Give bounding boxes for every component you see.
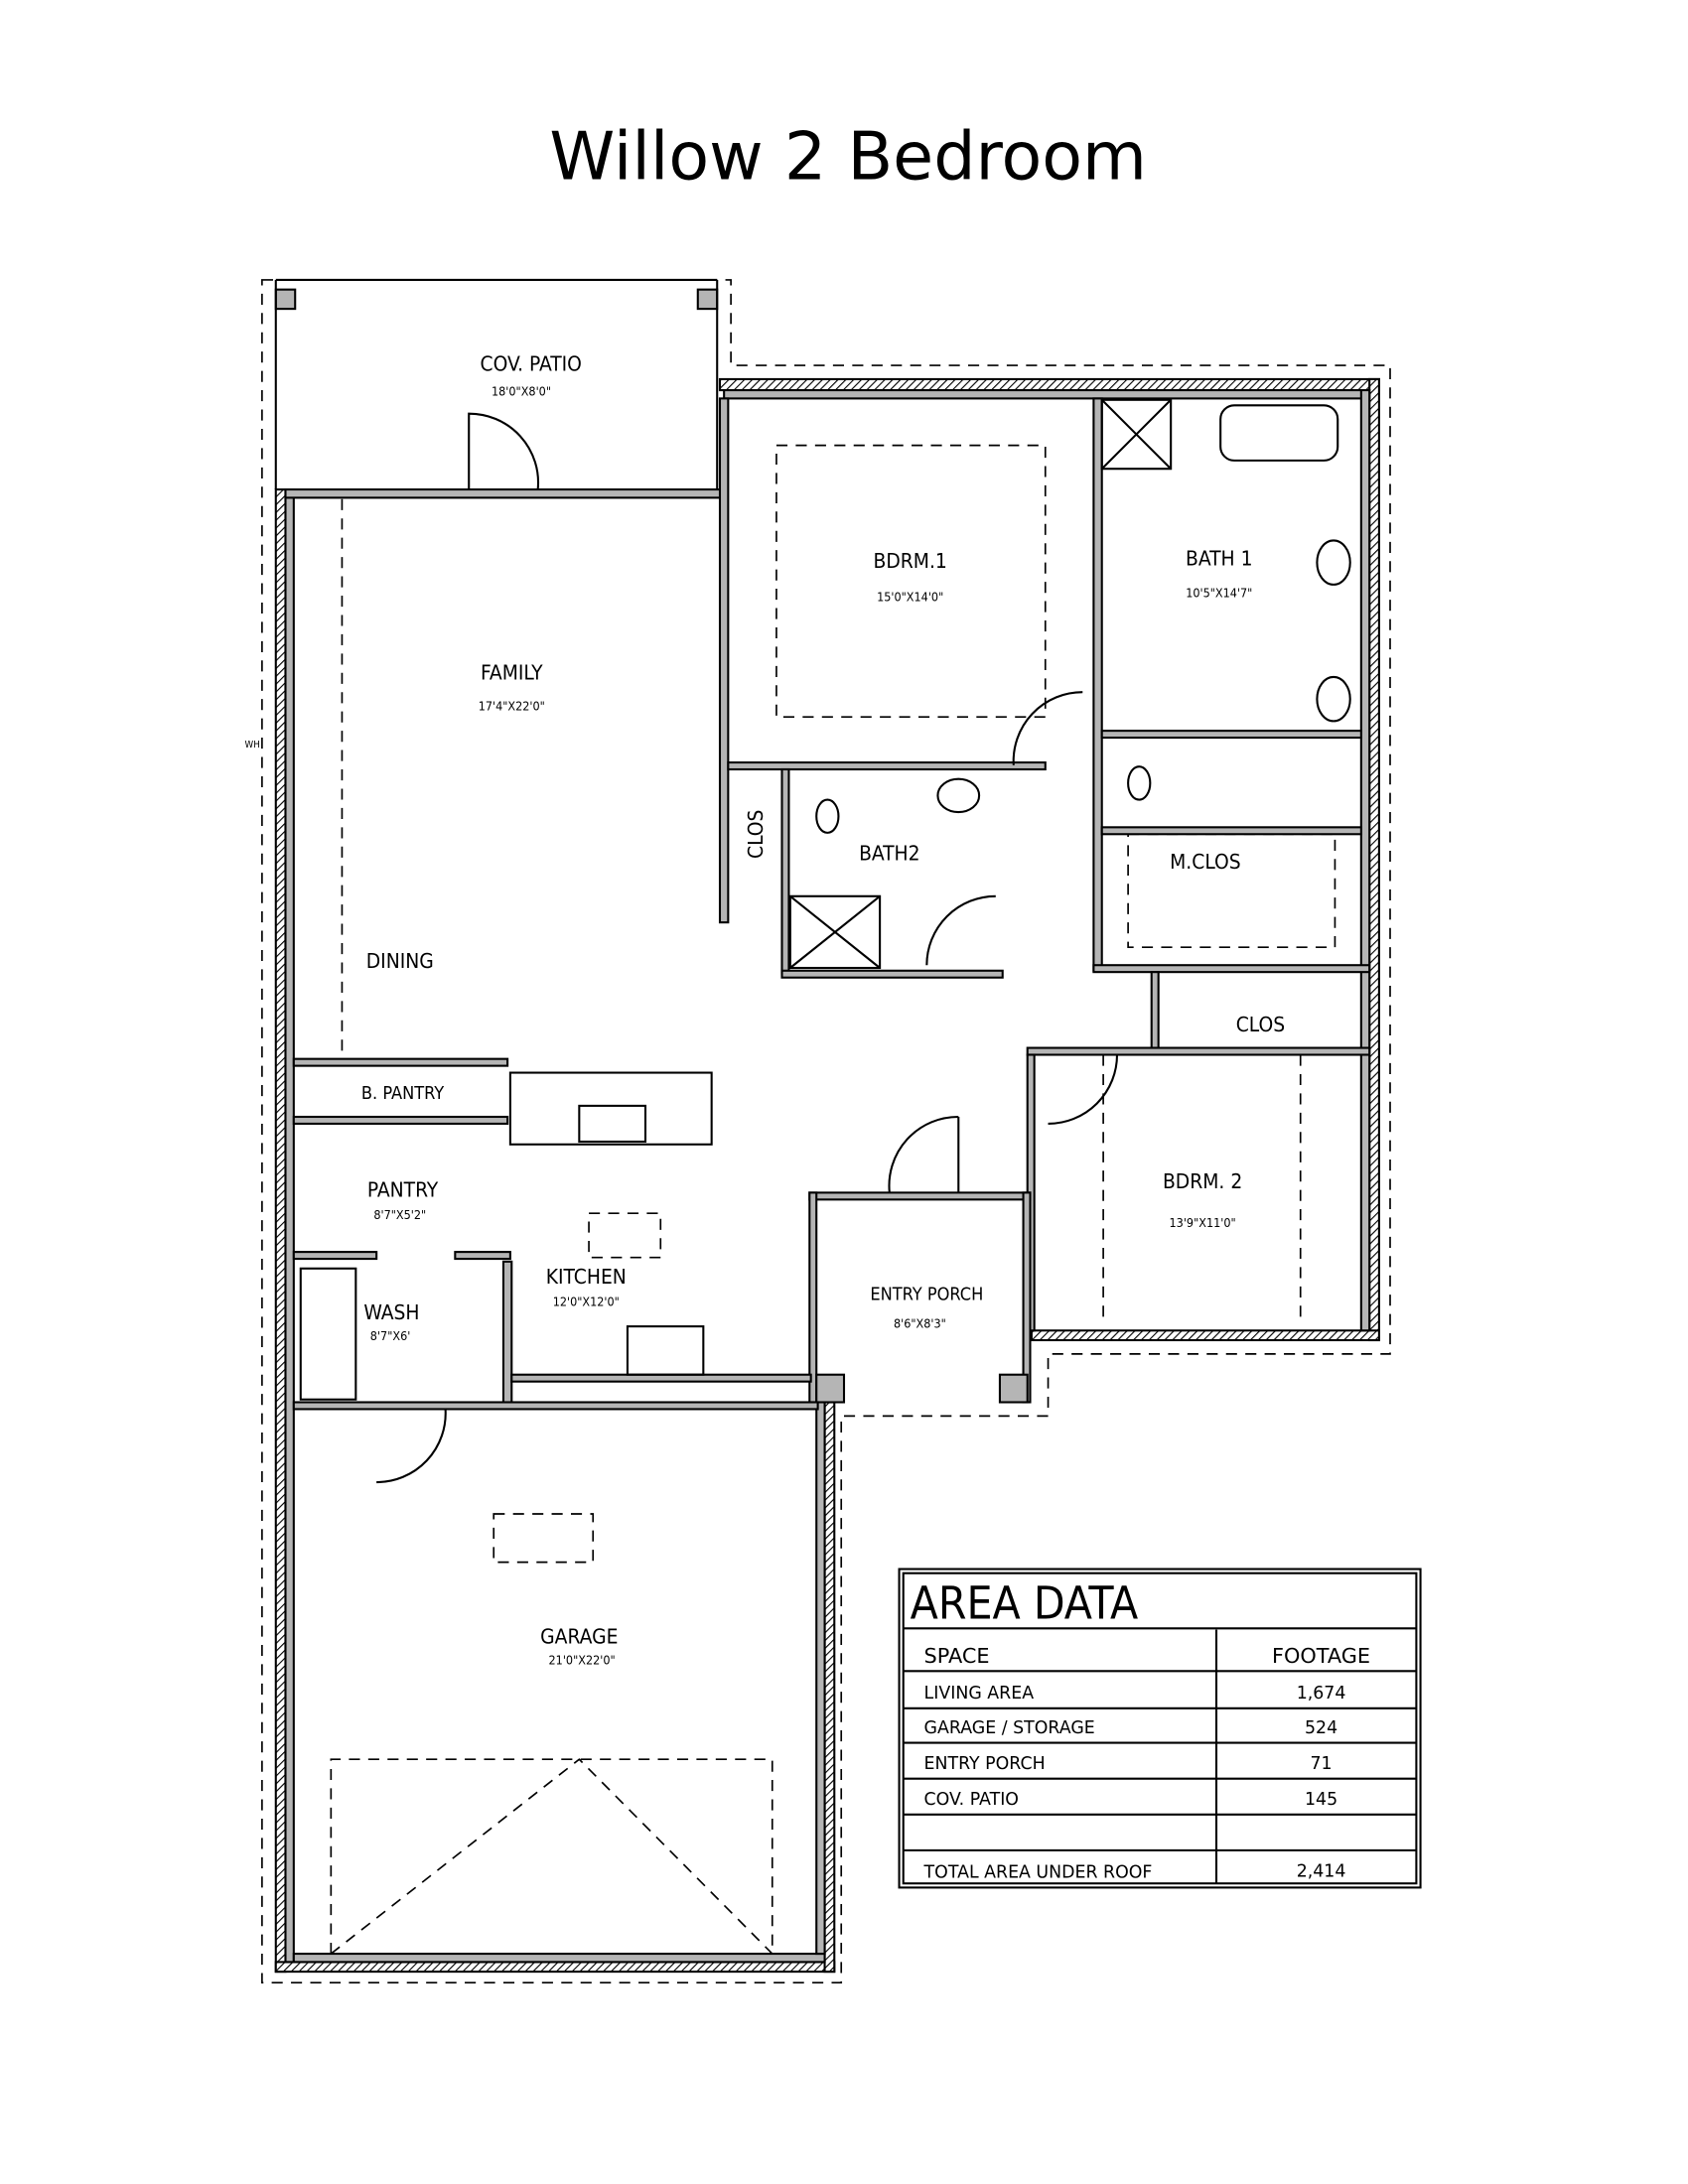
total-space: TOTAL AREA UNDER ROOF [923, 1863, 1153, 1883]
row-footage: 145 [1305, 1790, 1337, 1810]
room-clos-hall: CLOS [744, 810, 768, 859]
row-footage: 71 [1311, 1754, 1333, 1774]
row-space: GARAGE / STORAGE [924, 1718, 1095, 1738]
row-space: LIVING AREA [924, 1684, 1035, 1704]
room-size: 10'5"X14'7" [1186, 585, 1252, 600]
total-footage: 2,414 [1297, 1861, 1346, 1881]
room-size: 8'7"X5'2" [373, 1207, 426, 1222]
row-footage: 1,674 [1297, 1684, 1346, 1704]
row-space: COV. PATIO [924, 1790, 1019, 1810]
walls [274, 288, 1371, 1964]
room-wash: WASH [363, 1300, 419, 1324]
room-bdrm2: BDRM. 2 [1163, 1169, 1242, 1193]
room-size: 21'0"X22'0" [549, 1652, 616, 1667]
room-bath1: BATH 1 [1186, 546, 1252, 570]
room-entry-porch: ENTRY PORCH [870, 1285, 983, 1305]
room-mclos: M.CLOS [1170, 850, 1241, 874]
room-garage: GARAGE [540, 1625, 618, 1649]
water-heater-label: WH [245, 740, 260, 751]
room-bpantry: B. PANTRY [361, 1083, 444, 1104]
room-kitchen: KITCHEN [546, 1265, 627, 1289]
room-size: 12'0"X12'0" [553, 1294, 620, 1308]
room-size: 13'9"X11'0" [1170, 1215, 1236, 1230]
room-pantry: PANTRY [367, 1178, 439, 1202]
header-space: SPACE [924, 1644, 990, 1668]
area-data-table: AREA DATA SPACE FOOTAGE LIVING AREA 1,67… [902, 1571, 1418, 1885]
plan-title: Willow 2 Bedroom [549, 118, 1147, 196]
room-family: FAMILY [481, 661, 543, 685]
room-size: 8'6"X8'3" [894, 1316, 946, 1331]
room-dining: DINING [366, 949, 434, 973]
room-size: 8'7"X6' [370, 1328, 411, 1343]
room-labels: COV. PATIO 18'0"X8'0" FAMILY 17'4"X22'0"… [245, 352, 1286, 1668]
room-size: 15'0"X14'0" [877, 590, 943, 605]
room-size: 17'4"X22'0" [479, 698, 545, 713]
row-footage: 524 [1305, 1718, 1337, 1738]
header-footage: FOOTAGE [1272, 1644, 1370, 1668]
room-size: 18'0"X8'0" [492, 384, 551, 399]
room-cov-patio: COV. PATIO [481, 352, 582, 376]
roof-outline [261, 279, 1391, 1984]
row-space: ENTRY PORCH [924, 1754, 1046, 1774]
room-clos-bdrm2: CLOS [1236, 1013, 1285, 1036]
room-bdrm1: BDRM.1 [873, 549, 946, 573]
area-table-title: AREA DATA [911, 1576, 1139, 1630]
room-bath2: BATH2 [859, 842, 920, 866]
fixtures [274, 278, 1422, 1955]
